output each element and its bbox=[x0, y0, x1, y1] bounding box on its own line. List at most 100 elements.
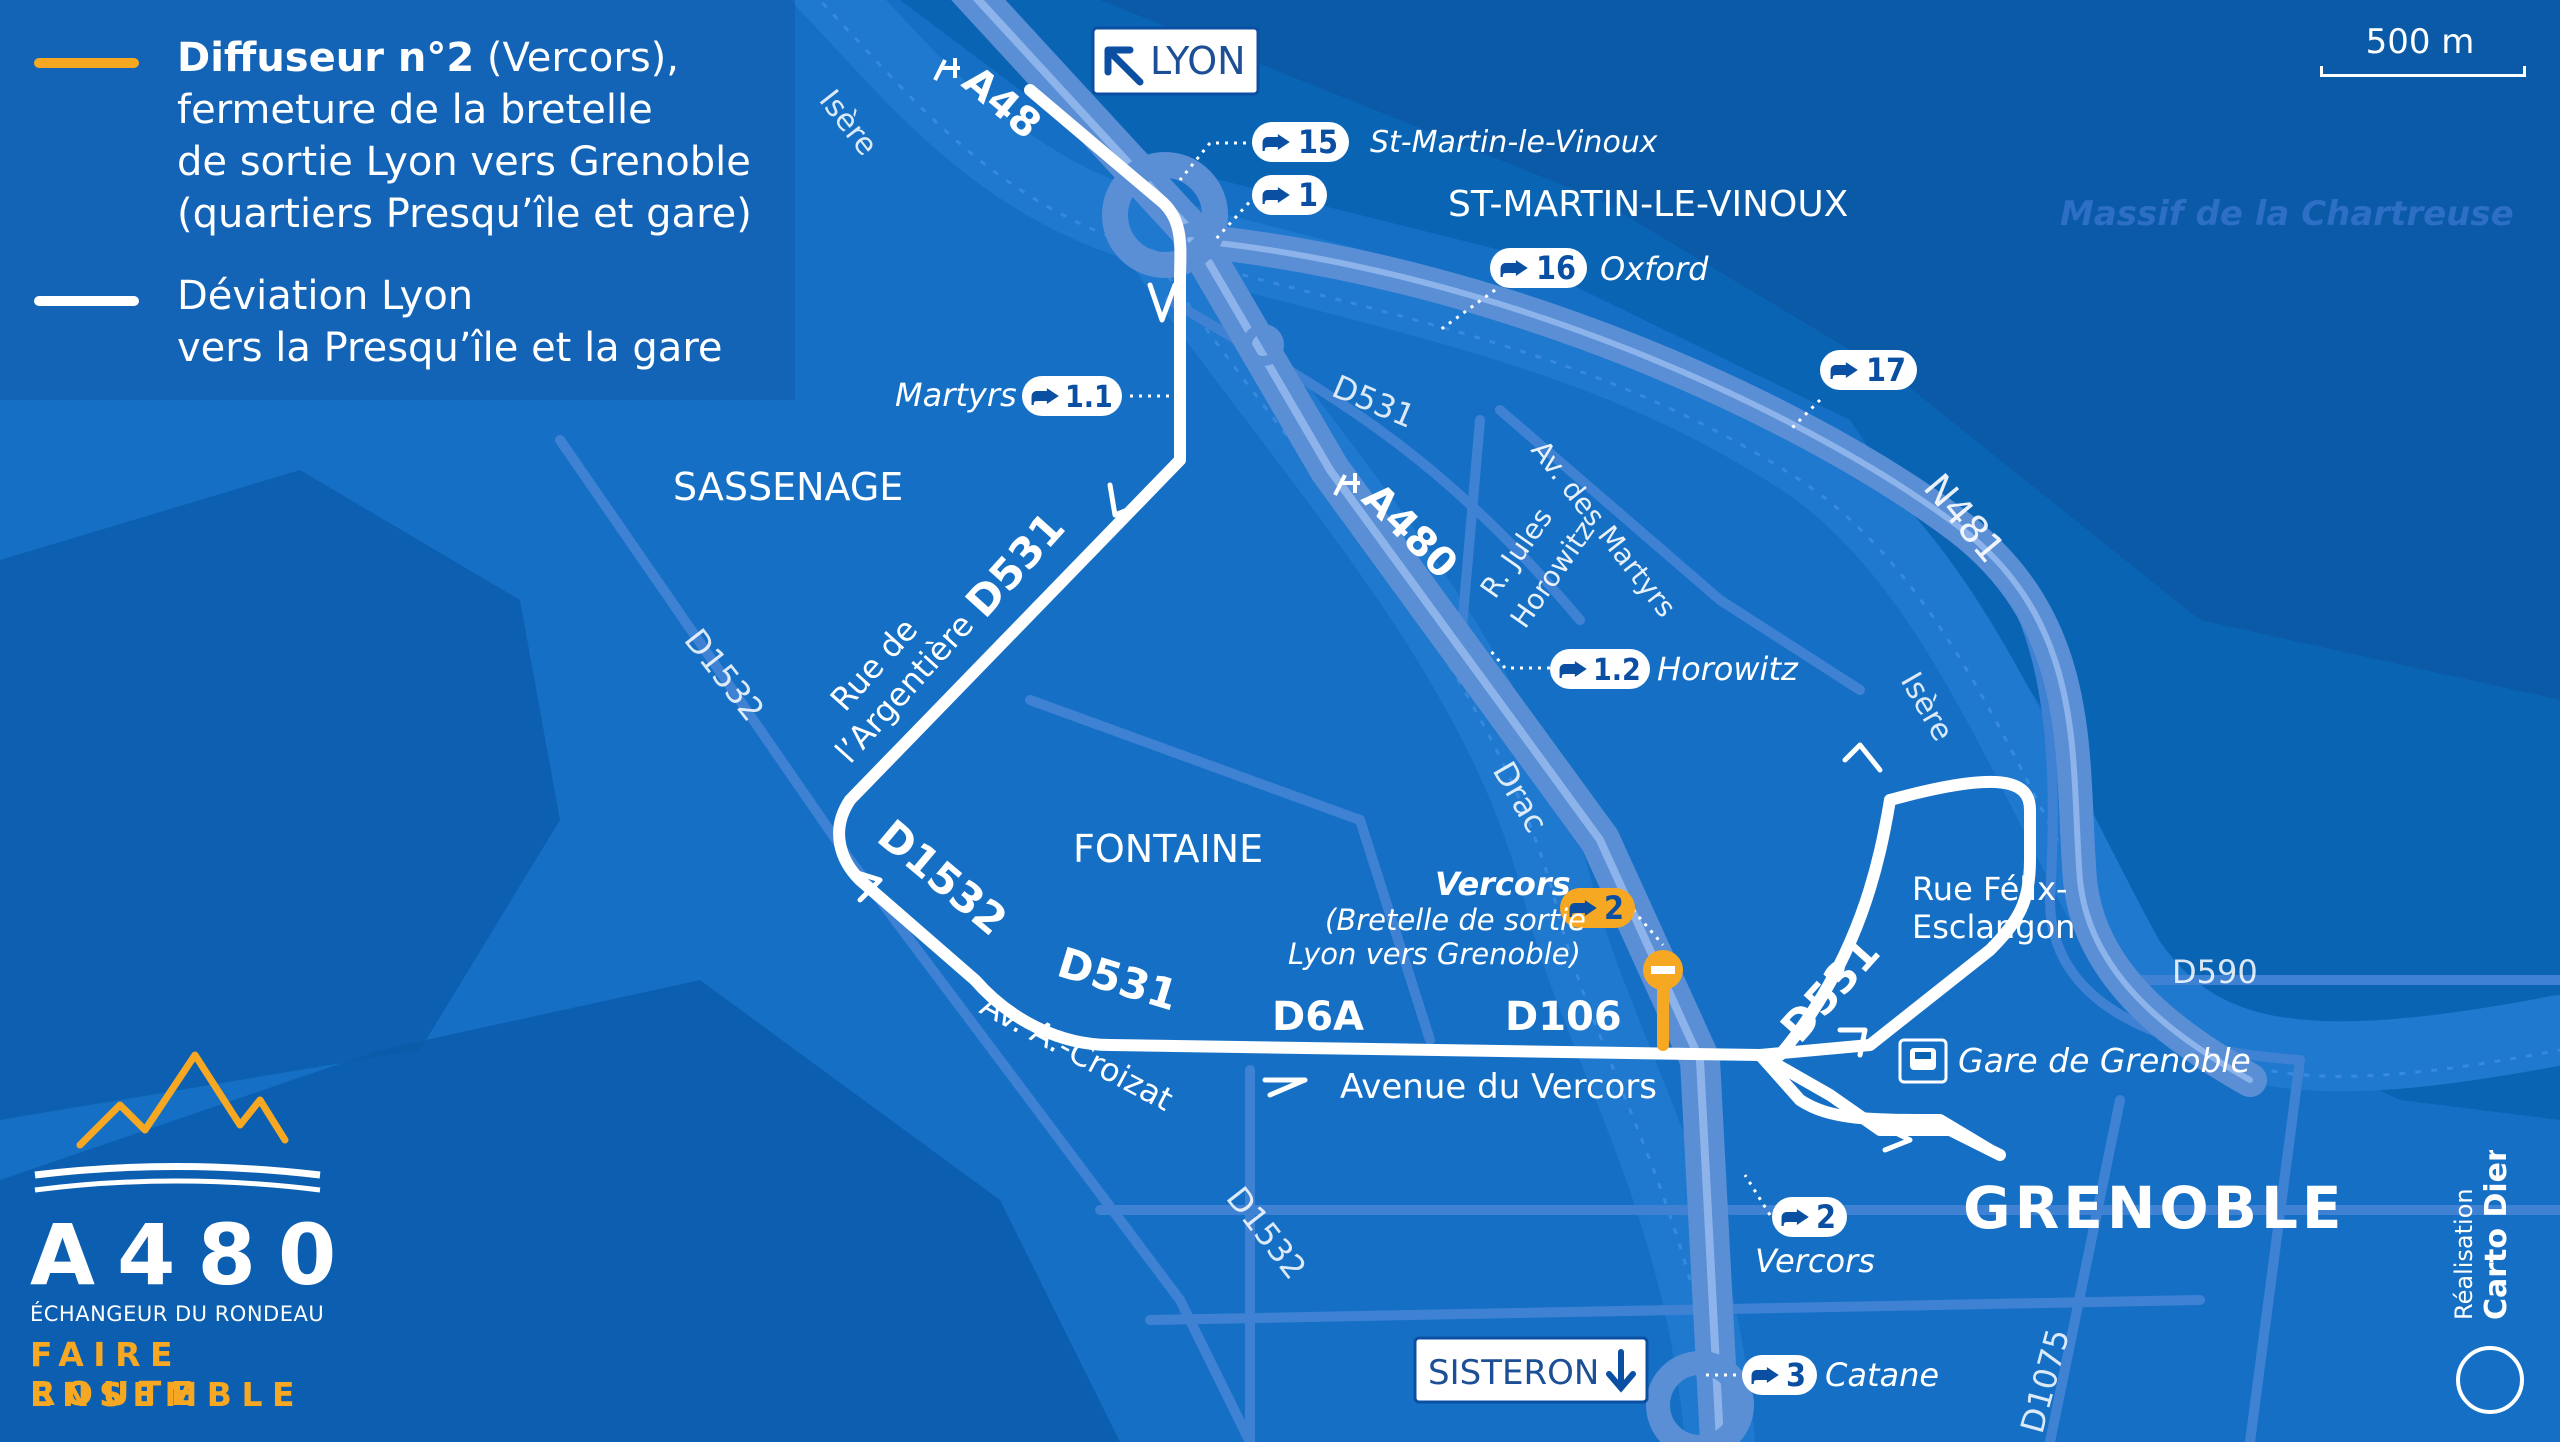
exit-3-pill bbox=[1742, 1355, 1817, 1395]
place-grenoble: GRENOBLE bbox=[1963, 1174, 2346, 1242]
n481-highway-centre bbox=[1187, 237, 2253, 1083]
detour-east-leg bbox=[1754, 1049, 1996, 1156]
exit-12-badge: ⮫ 1.2 bbox=[1550, 649, 1650, 689]
place-fontaine: FONTAINE bbox=[1073, 827, 1263, 871]
exit-icon: ⮫ bbox=[1569, 892, 1597, 927]
exit-17-number: 17 bbox=[1866, 351, 1906, 389]
train-icon-frame bbox=[1898, 1038, 1948, 1084]
exit-16-name: Oxford bbox=[1600, 250, 1709, 288]
a480-motorway-icon bbox=[1333, 473, 1360, 496]
massif-chartreuse bbox=[1100, 0, 2560, 700]
no-entry-bar bbox=[1651, 966, 1675, 974]
exit-12-pill bbox=[1550, 649, 1650, 689]
sisteron-box bbox=[1413, 1336, 1649, 1404]
closure-note-line1: (Bretelle de sortie bbox=[1325, 903, 1586, 937]
d531-north-road bbox=[1165, 295, 1585, 625]
exit-3-badge: ⮫ 3 bbox=[1742, 1355, 1817, 1395]
closure-note: Vercors (Bretelle de sortie Lyon vers Gr… bbox=[1288, 865, 1586, 971]
lyon-sign: LYON bbox=[1091, 26, 1260, 96]
martyrs-road bbox=[1495, 405, 1865, 695]
west-slope bbox=[0, 470, 560, 1120]
lyon-label: LYON bbox=[1150, 39, 1246, 83]
legend-closure-swatch bbox=[34, 58, 139, 68]
detour-arrows bbox=[845, 282, 1913, 1153]
place-st-martin: ST-MARTIN-LE-VINOUX bbox=[1448, 184, 1848, 225]
arrow-northwest-icon bbox=[1104, 46, 1144, 86]
sisteron-label: SISTERON bbox=[1428, 1353, 1599, 1393]
train-icon-window bbox=[1915, 1052, 1931, 1059]
legend-detour-swatch bbox=[34, 296, 139, 306]
leader-12 bbox=[1488, 649, 1550, 670]
legend-detour-row: Déviation Lyon vers la Presqu’île et la … bbox=[34, 270, 723, 374]
exit-icon: ⮫ bbox=[1781, 1201, 1809, 1236]
exit-icon: ⮫ bbox=[1262, 179, 1290, 214]
street-vercors: Avenue du Vercors bbox=[1340, 1067, 1657, 1107]
sassenage-roundabout bbox=[1242, 324, 1284, 366]
north-roundabout bbox=[1102, 152, 1228, 278]
sisteron-sign: SISTERON bbox=[1413, 1336, 1649, 1404]
arrow-north bbox=[1842, 742, 1883, 773]
southwest-hills bbox=[0, 980, 1120, 1442]
detour-route bbox=[833, 84, 2036, 1161]
exit-icon: ⮫ bbox=[1262, 126, 1290, 161]
exit-17-badge: ⮫ 17 bbox=[1820, 350, 1917, 390]
brand-title: A480 bbox=[30, 1206, 359, 1304]
exit-2-closed-badge: ⮫ 2 bbox=[1560, 888, 1635, 928]
legend-detour-text: Déviation Lyon vers la Presqu’île et la … bbox=[177, 270, 723, 374]
credit-line1: Réalisation bbox=[2450, 1188, 2478, 1320]
exit-3-number: 3 bbox=[1786, 1356, 1806, 1394]
drac-texture bbox=[1148, 249, 1722, 1442]
scale-bar: 500 m bbox=[2320, 22, 2526, 77]
mountain-outline bbox=[76, 1051, 289, 1149]
felix-esclangon-leg bbox=[1774, 794, 1896, 1061]
exit-11-badge: ⮫ 1.1 bbox=[1022, 376, 1122, 416]
exit-11-pill bbox=[1022, 376, 1122, 416]
legend-closure-text: Diffuseur n°2 (Vercors), fermeture de la… bbox=[177, 32, 752, 240]
compass-ring bbox=[2456, 1346, 2524, 1414]
credit-block: Réalisation Carto Diem bbox=[2440, 1131, 2530, 1414]
legend-closure-bold: Diffuseur n°2 bbox=[177, 35, 475, 81]
leader-2closed bbox=[1631, 909, 1665, 946]
isere-river-north bbox=[790, 0, 2560, 1092]
brand-subtitle: ÉCHANGEUR DU RONDEAU bbox=[30, 1302, 325, 1326]
exit-names: St-Martin-le-Vinoux Oxford Martyrs Horow… bbox=[895, 125, 1939, 1394]
closed-ramp bbox=[1643, 950, 1683, 1051]
exit-2-number: 2 bbox=[1816, 1198, 1836, 1236]
exit-16-number: 16 bbox=[1536, 249, 1576, 287]
exit-2-closed-pill bbox=[1560, 888, 1635, 928]
exit-2-closed-number: 2 bbox=[1604, 889, 1624, 927]
arrow-down-icon bbox=[1606, 1349, 1636, 1393]
d1075-road bbox=[2045, 1095, 2125, 1442]
legend-closure-line2: fermeture de la bretelle bbox=[177, 87, 653, 133]
exit-16-badge: ⮫ 16 bbox=[1490, 248, 1587, 288]
street-felix-1: Rue Félix- bbox=[1912, 870, 2068, 908]
exit-16-pill bbox=[1490, 248, 1587, 288]
road-d590: D590 bbox=[2172, 953, 2258, 991]
scale-ruler bbox=[2320, 66, 2526, 77]
exit-12-number: 1.2 bbox=[1593, 653, 1641, 688]
arrow-southeast bbox=[845, 867, 883, 903]
exit-15-name: St-Martin-le-Vinoux bbox=[1370, 125, 1658, 160]
motorway-icons bbox=[933, 58, 1360, 496]
exit-12-name: Horowitz bbox=[1657, 650, 1799, 688]
place-massif: Massif de la Chartreuse bbox=[2060, 194, 2514, 234]
credit-line2: Carto Diem bbox=[2479, 1150, 2514, 1320]
exit-1-pill bbox=[1252, 175, 1327, 215]
exit-icon: ⮫ bbox=[1500, 252, 1528, 287]
scale-label: 500 m bbox=[2365, 22, 2475, 62]
place-gare: Gare de Grenoble bbox=[1958, 1041, 2251, 1080]
east-road bbox=[2245, 1055, 2305, 1442]
legend-detour-line2: vers la Presqu’île et la gare bbox=[177, 325, 723, 371]
brand-block: A480 ÉCHANGEUR DU RONDEAU FAIRE ROUTE EN… bbox=[25, 1050, 345, 1420]
leader-15 bbox=[1178, 141, 1255, 181]
arrow-east-2 bbox=[1882, 1127, 1913, 1153]
mountain-logo bbox=[34, 1051, 321, 1193]
exit-3-name: Catane bbox=[1825, 1356, 1939, 1394]
legend-closure-line3: de sortie Lyon vers Grenoble bbox=[177, 139, 751, 185]
train-station-icon bbox=[1898, 1038, 1948, 1084]
exit-2-badge: ⮫ 2 bbox=[1772, 1197, 1847, 1237]
road-d106: D106 bbox=[1505, 994, 1622, 1040]
legend-closure-line4: (quartiers Presqu’île et gare) bbox=[177, 191, 752, 237]
map-legend: Diffuseur n°2 (Vercors), fermeture de la… bbox=[0, 0, 795, 400]
